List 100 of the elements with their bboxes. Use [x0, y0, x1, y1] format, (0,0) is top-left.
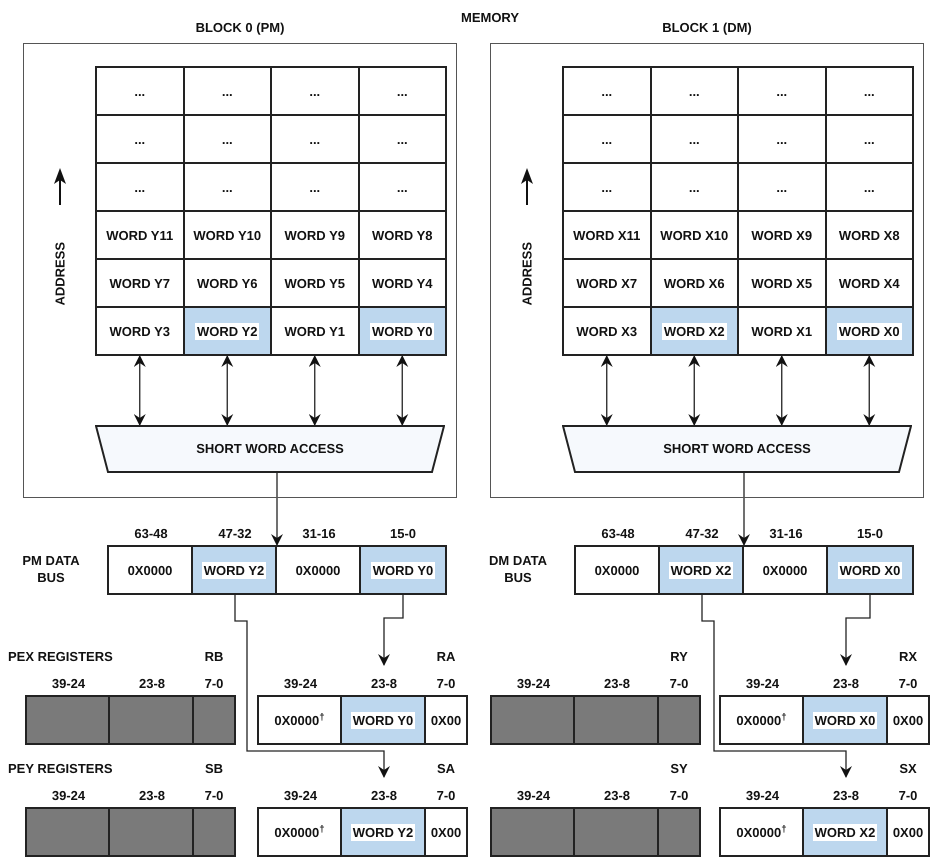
- bit-range-label: 39-24: [744, 675, 780, 693]
- cell-text: ...: [776, 132, 788, 146]
- bit-range-label: SX: [898, 760, 918, 778]
- bit-range-label: 7-0: [898, 675, 918, 693]
- bus-label: DM DATA BUS: [488, 552, 548, 586]
- memory-word-cell: [562, 66, 652, 116]
- bit-range-label: 39-24: [50, 675, 86, 693]
- register: [25, 695, 236, 745]
- bit-range-label: 31-16: [768, 525, 804, 543]
- register-field: [27, 697, 110, 743]
- register: [257, 695, 468, 745]
- cell-text: WORD X6: [664, 276, 725, 290]
- register: [490, 807, 701, 857]
- cell-text: WORD X2: [812, 824, 878, 840]
- bit-range-label: 7-0: [436, 675, 456, 693]
- bit-range-label: 23-8: [370, 787, 398, 805]
- register-field: [492, 697, 575, 743]
- cell-text: WORD Y3: [110, 324, 170, 338]
- diagram-title: MEMORY: [460, 9, 520, 27]
- cell-text: ...: [601, 180, 612, 194]
- cell-text: 0X00: [430, 714, 462, 726]
- double-arrow: [688, 355, 700, 426]
- cell-text: ...: [396, 132, 408, 146]
- memory-word-cell: [358, 66, 447, 116]
- bit-range-label: 39-24: [516, 787, 552, 805]
- cell-text: 0X0000: [762, 564, 808, 576]
- bit-range-label: RY: [669, 648, 689, 666]
- cell-text: ...: [134, 84, 146, 98]
- cell-text: ...: [776, 180, 788, 194]
- bit-range-label: 15-0: [388, 525, 418, 543]
- memory-word-cell: [650, 306, 739, 356]
- register-field: [575, 697, 659, 743]
- register: [719, 695, 930, 745]
- cell-text: 0X0000$^{†}$: [736, 714, 787, 726]
- memory-word-cell: [182, 306, 272, 356]
- register-field: [110, 809, 194, 855]
- register-field: [659, 697, 699, 743]
- register-field: [194, 697, 234, 743]
- cell-text: 0X0000: [128, 564, 172, 576]
- bit-range-label: SA: [436, 760, 456, 778]
- arrow: [378, 595, 404, 666]
- bit-range-label: 39-24: [282, 787, 318, 805]
- cell-text: 0X0000$^{†}$: [274, 714, 325, 726]
- cell-text: WORD X2: [668, 562, 734, 578]
- memory-word-cell: [193, 547, 277, 593]
- bus-label: PM DATA BUS: [21, 552, 81, 586]
- short-word-access-trapezoid: SHORT WORD ACCESS: [95, 425, 445, 473]
- cell-text: 0X0000$^{†}$: [274, 826, 325, 838]
- cell-text: ...: [688, 180, 700, 194]
- cell-text: ...: [309, 84, 320, 98]
- double-arrow: [221, 355, 234, 426]
- cell-text: ...: [134, 180, 146, 194]
- register: [25, 807, 236, 857]
- cell-text: 0X0000: [296, 564, 340, 576]
- cell-text: WORD X1: [751, 324, 812, 338]
- short-word-access-trapezoid: SHORT WORD ACCESS: [562, 425, 912, 473]
- cell-text: WORD Y5: [284, 276, 345, 290]
- axis-label: ADDRESS: [518, 240, 536, 308]
- double-arrow: [396, 355, 408, 426]
- cell-text: ...: [222, 132, 233, 146]
- bit-range-label: 63-48: [133, 525, 169, 543]
- cell-text: WORD X3: [576, 324, 638, 338]
- bit-range-label: 23-8: [370, 675, 398, 693]
- cell-text: WORD X10: [660, 228, 728, 242]
- bit-range-label: 39-24: [516, 675, 552, 693]
- bit-range-label: 47-32: [684, 525, 720, 543]
- axis-label: ADDRESS: [51, 240, 68, 308]
- memory-word-cell: [660, 547, 744, 593]
- cell-text: WORD X0: [838, 562, 902, 578]
- memory-word-cell: [358, 306, 447, 356]
- arrow: [701, 595, 852, 778]
- cell-text: 0X00: [430, 826, 462, 838]
- double-arrow: [308, 355, 321, 426]
- cell-text: WORD Y0: [370, 562, 436, 578]
- double-arrow: [600, 355, 613, 426]
- cell-text: WORD X0: [836, 322, 902, 340]
- register-field: [659, 809, 699, 855]
- cell-text: WORD X4: [838, 276, 900, 290]
- cell-text: WORD Y1: [284, 324, 345, 338]
- bit-range-label: 39-24: [744, 787, 780, 805]
- cell-text: ...: [396, 84, 408, 98]
- cell-text: WORD X5: [751, 276, 812, 290]
- cell-text: ...: [776, 84, 788, 98]
- cell-text: 0X0000: [594, 564, 640, 576]
- cell-text: WORD Y6: [197, 276, 258, 290]
- cell-text: WORD Y4: [372, 276, 432, 290]
- register-field: [110, 697, 194, 743]
- bit-range-label: 39-24: [282, 675, 318, 693]
- cell-text: WORD Y0: [370, 322, 434, 340]
- cell-text: ...: [864, 84, 875, 98]
- cell-text: ...: [222, 84, 233, 98]
- bit-range-label: SY: [669, 760, 689, 778]
- cell-text: WORD Y9: [284, 228, 345, 242]
- cell-text: WORD X9: [751, 228, 812, 242]
- cell-text: ...: [309, 180, 320, 194]
- cell-text: WORD X0: [812, 712, 878, 728]
- bit-range-label: RA: [436, 648, 456, 666]
- bit-range-label: 7-0: [436, 787, 456, 805]
- cell-text: WORD Y10: [193, 228, 262, 242]
- bit-range-label: 63-48: [600, 525, 636, 543]
